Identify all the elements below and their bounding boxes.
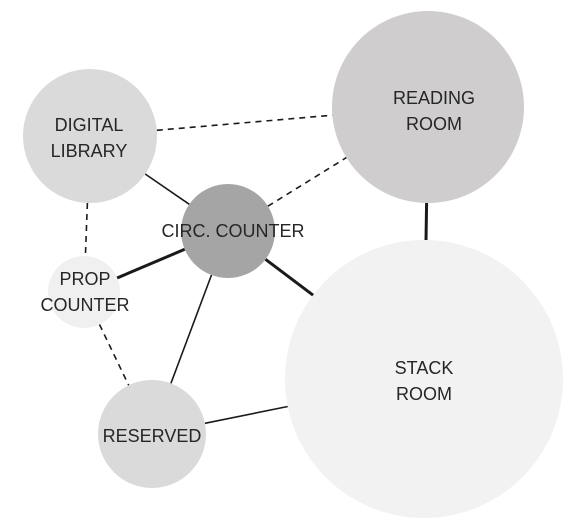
node-label-prop-counter-line-2: COUNTER bbox=[41, 295, 130, 315]
edge-digital-library-to-prop-counter bbox=[84, 202, 89, 257]
node-label-digital-library-line-1: DIGITAL bbox=[55, 115, 124, 135]
node-label-reserved-line-1: RESERVED bbox=[103, 426, 202, 446]
node-prop-counter: PROP COUNTER bbox=[41, 256, 130, 328]
edge-circ-counter-to-reading-room bbox=[267, 156, 347, 207]
node-digital-library: DIGITAL LIBRARY bbox=[23, 69, 157, 203]
edge-digital-library-to-reading-room bbox=[156, 114, 333, 132]
node-label-circ-counter-line-1: CIRC. COUNTER bbox=[162, 221, 305, 241]
edge-prop-counter-to-circ-counter bbox=[116, 247, 186, 280]
edge-circ-counter-to-stack-room bbox=[264, 258, 315, 297]
node-circle-stack-room bbox=[285, 240, 563, 518]
node-reading-room: READING ROOM bbox=[332, 11, 524, 203]
node-circle-reserved bbox=[98, 380, 206, 488]
edge-prop-counter-to-reserved bbox=[98, 324, 130, 386]
node-label-digital-library-line-2: LIBRARY bbox=[51, 141, 128, 161]
node-label-stack-room-line-1: STACK bbox=[395, 358, 454, 378]
node-stack-room: STACK ROOM bbox=[285, 240, 563, 518]
node-circ-counter: CIRC. COUNTER bbox=[162, 184, 305, 278]
edge-reserved-to-stack-room bbox=[204, 405, 288, 425]
edges-layer bbox=[84, 114, 429, 425]
edge-digital-library-to-circ-counter bbox=[144, 173, 190, 205]
node-reserved: RESERVED bbox=[98, 380, 206, 488]
node-circle-digital-library bbox=[23, 69, 157, 203]
node-label-reading-room-line-2: ROOM bbox=[406, 114, 462, 134]
node-circle-prop-counter bbox=[48, 256, 120, 328]
nodes-layer: DIGITAL LIBRARY READING ROOM CIRC. COUNTER PR… bbox=[23, 11, 563, 518]
edge-circ-counter-to-reserved bbox=[170, 274, 213, 384]
node-circle-reading-room bbox=[332, 11, 524, 203]
node-label-stack-room-line-2: ROOM bbox=[396, 384, 452, 404]
edge-reading-room-to-stack-room bbox=[424, 202, 429, 241]
node-circle-circ-counter bbox=[181, 184, 275, 278]
node-label-prop-counter-line-1: PROP bbox=[59, 269, 110, 289]
node-label-reading-room-line-1: READING bbox=[393, 88, 475, 108]
